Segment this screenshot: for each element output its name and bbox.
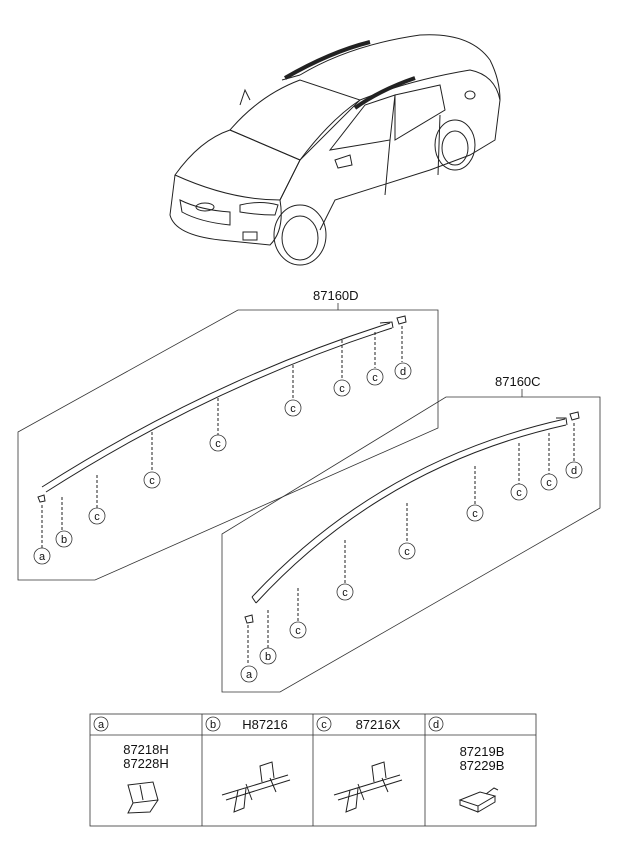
- clip-d-icon: [458, 787, 499, 813]
- callout-a-upper: a: [33, 547, 51, 565]
- callout-b-lower: b: [259, 647, 277, 665]
- legend-cell-c: c 87216X: [316, 716, 403, 813]
- svg-text:c: c: [290, 403, 296, 415]
- callout-c-lower-3: c: [398, 542, 416, 560]
- svg-text:d: d: [433, 719, 439, 731]
- svg-text:c: c: [94, 511, 100, 523]
- callout-c-lower-4: c: [466, 504, 484, 522]
- lower-part-number: 87160C: [495, 374, 541, 389]
- upper-assembly-frame: [17, 309, 439, 581]
- callout-c-lower-2: c: [336, 583, 354, 601]
- callout-c-upper-6: c: [366, 368, 384, 386]
- callout-c-upper-5: c: [333, 379, 351, 397]
- callout-d-lower: d: [565, 461, 583, 479]
- callout-c-upper-2: c: [143, 471, 161, 489]
- callout-c-lower-5: c: [510, 483, 528, 501]
- lower-assembly: 87160C a b c c c c c c d: [221, 374, 601, 693]
- clip-b-icon: [221, 761, 291, 813]
- svg-text:c: c: [342, 587, 348, 599]
- svg-text:d: d: [571, 465, 577, 477]
- callout-b-upper: b: [55, 530, 73, 548]
- legend-cell-b: b H87216: [205, 716, 291, 813]
- legend-a-part-2: 87228H: [123, 756, 169, 771]
- upper-assembly: 87160D a b c c c c c c d: [17, 288, 439, 581]
- callout-c-lower-6: c: [540, 473, 558, 491]
- legend-d-part-2: 87229B: [460, 758, 505, 773]
- callout-c-upper-1: c: [88, 507, 106, 525]
- svg-text:c: c: [215, 438, 221, 450]
- svg-text:c: c: [339, 383, 345, 395]
- callout-c-upper-3: c: [209, 434, 227, 452]
- svg-text:c: c: [321, 719, 327, 731]
- legend-cell-a: a 87218H 87228H: [93, 716, 169, 814]
- svg-text:b: b: [265, 651, 271, 663]
- legend-c-part: 87216X: [356, 717, 401, 732]
- clip-c-icon: [333, 761, 403, 813]
- svg-text:c: c: [516, 487, 522, 499]
- upper-part-number: 87160D: [313, 288, 359, 303]
- legend-cell-d: d 87219B 87229B: [428, 716, 505, 813]
- svg-text:b: b: [61, 534, 67, 546]
- legend-d-part-1: 87219B: [460, 744, 505, 759]
- svg-text:a: a: [246, 669, 253, 681]
- legend-b-part: H87216: [242, 717, 288, 732]
- svg-text:d: d: [400, 366, 406, 378]
- svg-text:c: c: [149, 475, 155, 487]
- callout-c-lower-1: c: [289, 621, 307, 639]
- svg-text:c: c: [404, 546, 410, 558]
- svg-text:a: a: [39, 551, 46, 563]
- svg-text:c: c: [472, 508, 478, 520]
- lower-assembly-frame: [221, 396, 601, 693]
- svg-text:c: c: [546, 477, 552, 489]
- svg-text:c: c: [295, 625, 301, 637]
- svg-text:a: a: [98, 719, 105, 731]
- svg-text:c: c: [372, 372, 378, 384]
- svg-text:b: b: [210, 719, 216, 731]
- legend-a-part-1: 87218H: [123, 742, 169, 757]
- clip-a-icon: [127, 781, 159, 814]
- legend-table: a 87218H 87228H b H87216: [89, 713, 537, 827]
- callout-c-upper-4: c: [284, 399, 302, 417]
- car-illustration: [169, 34, 501, 266]
- callout-d-upper: d: [394, 362, 412, 380]
- callout-a-lower: a: [240, 665, 258, 683]
